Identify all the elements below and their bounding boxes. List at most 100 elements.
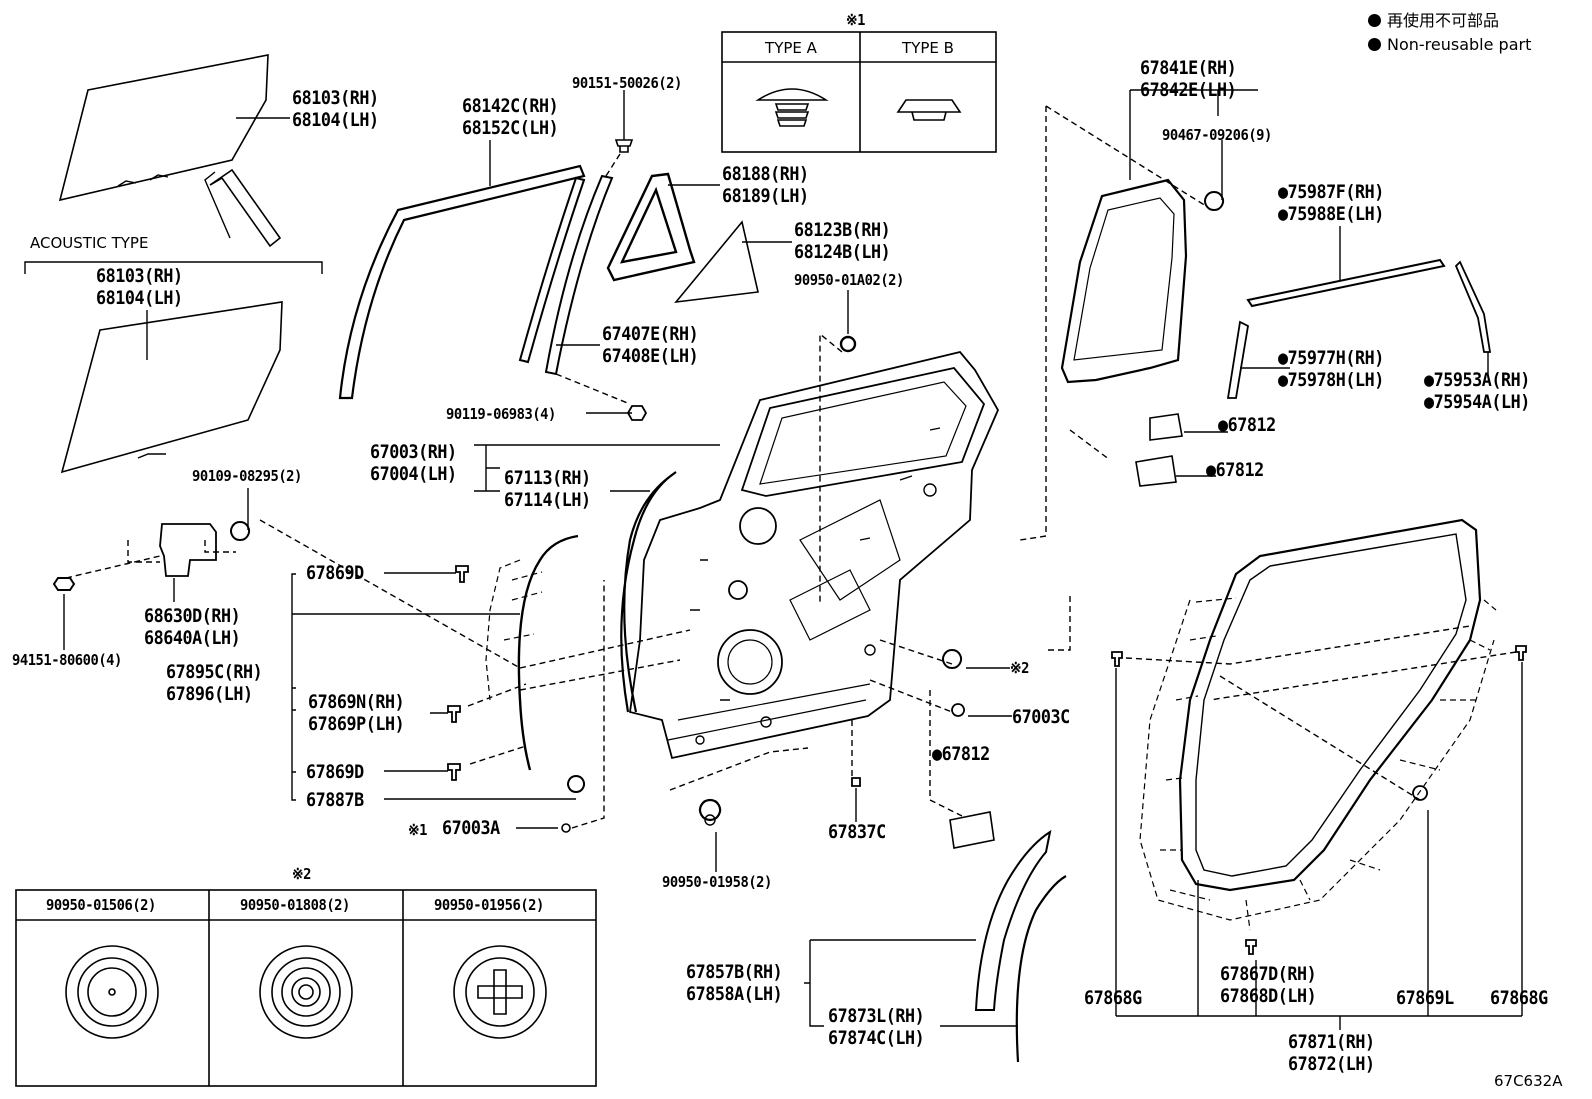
label-weatherstrip-rh: 67895C(RH): [166, 661, 263, 683]
note2-mark: ※2: [292, 865, 311, 883]
label-clip-868g-right: 67868G: [1490, 987, 1548, 1009]
clip-icon: [455, 565, 469, 583]
bullet-icon: ●: [1278, 369, 1288, 391]
label-bolt-06983: 90119-06983(4): [446, 405, 556, 423]
door-panel-drawing: [628, 350, 1000, 760]
bullet-icon: ●: [1424, 391, 1434, 413]
label-mould2-rh: ●75953A(RH): [1424, 369, 1530, 391]
bullet-icon: ●: [1218, 414, 1228, 436]
garnish-seal-drawing: [1015, 875, 1067, 1063]
label-plug-003a: 67003A: [442, 817, 500, 839]
label-panel-lh: 67004(LH): [370, 463, 457, 485]
run-channel-drawing: [338, 164, 586, 400]
plug-icon: [561, 823, 571, 833]
label-weatherstrip2-rh: 67871(RH): [1288, 1031, 1375, 1053]
acoustic-type-heading: ACOUSTIC TYPE: [30, 234, 149, 252]
label-qw-frame-lh: 68189(LH): [722, 185, 809, 207]
bolt-icon: [626, 405, 648, 421]
label-clip-869l: 67869L: [1396, 987, 1454, 1009]
plug-icon: [951, 703, 965, 717]
label-belt-rh: ●75987F(RH): [1278, 181, 1384, 203]
label-seal-812-c: ●67812: [1206, 459, 1264, 481]
label-hinge-lh: 68640A(LH): [144, 627, 241, 649]
quarter-glass-drawing: [674, 220, 759, 304]
clip-icon: [1515, 645, 1527, 661]
label-acoustic-glass-lh: 68104(LH): [96, 287, 183, 309]
plug-icon: [698, 798, 722, 822]
label-qw-frame-rh: 68188(RH): [722, 163, 809, 185]
label-garnish-lh: 67858A(LH): [686, 983, 783, 1005]
acoustic-bracket: [24, 261, 323, 274]
garnish-drawing: [974, 829, 1052, 1011]
label-plug-01958: 90950-01958(2): [662, 873, 772, 891]
label-glass-lh: 68104(LH): [292, 109, 379, 131]
label-clip-837c: 67837C: [828, 821, 886, 843]
label-frame-rh: 67113(RH): [504, 467, 591, 489]
label-note2-mark: ※2: [1010, 659, 1029, 677]
bullet-icon: [1368, 14, 1381, 27]
plug-type-2-heading: 90950-01808(2): [240, 896, 350, 914]
bullet-icon: ●: [1206, 459, 1216, 481]
note1-mark: ※1: [846, 11, 865, 29]
label-clip-868g-left: 67868G: [1084, 987, 1142, 1009]
label-plug-887b: 67887B: [306, 789, 364, 811]
clip-icon: [447, 705, 461, 723]
clip-icon: [851, 777, 861, 787]
nut-icon: [52, 577, 76, 591]
legend-en: Non-reusable part: [1368, 34, 1531, 56]
label-bolt-08295: 90109-08295(2): [192, 467, 302, 485]
type-a-heading: TYPE A: [765, 39, 817, 57]
label-hinge-rh: 68630D(RH): [144, 605, 241, 627]
plug-type-box: [15, 889, 597, 1087]
belt-moulding-drawing: [1246, 258, 1446, 308]
plug-icon: [942, 649, 963, 669]
label-channel-lh: 67408E(LH): [602, 345, 699, 367]
quarter-window-frame-drawing: [606, 172, 696, 282]
plug-icon: [567, 775, 585, 793]
screw-icon: [614, 139, 634, 153]
label-garnish2-lh: 67874C(LH): [828, 1027, 925, 1049]
plug-type-1-heading: 90950-01506(2): [46, 896, 156, 914]
label-panel-rh: 67003(RH): [370, 441, 457, 463]
door-weatherstrip-drawing: [1178, 518, 1482, 892]
label-acoustic-glass-rh: 68103(RH): [96, 265, 183, 287]
label-clip-869d-2: 67869D: [306, 761, 364, 783]
label-frame-lh: 67114(LH): [504, 489, 591, 511]
label-plug-01a02: 90950-01A02(2): [794, 271, 904, 289]
label-clip-869d-1: 67869D: [306, 562, 364, 584]
rear-moulding-drawing: [1454, 260, 1492, 353]
acoustic-glass-drawing: [60, 301, 283, 474]
door-frame-drawing: [620, 471, 677, 713]
seal-sheet-drawing: [1135, 455, 1177, 487]
type-b-heading: TYPE B: [902, 39, 954, 57]
legend-jp: 再使用不可部品: [1368, 10, 1499, 32]
label-service-rh: 67841E(RH): [1140, 57, 1237, 79]
label-seal-812-b: ●67812: [1218, 414, 1276, 436]
label-qw-glass-lh: 68124B(LH): [794, 241, 891, 263]
bullet-icon: ●: [1278, 347, 1288, 369]
bullet-icon: ●: [1278, 181, 1288, 203]
label-clip-09206: 90467-09206(9): [1162, 126, 1272, 144]
label-belt-lh: ●75988E(LH): [1278, 203, 1384, 225]
clip-icon: [1111, 651, 1123, 667]
label-clip-868d: 67868D(LH): [1220, 985, 1317, 1007]
label-mould-lh: ●75978H(LH): [1278, 369, 1384, 391]
label-channel-rh: 67407E(RH): [602, 323, 699, 345]
label-glass-rh: 68103(RH): [292, 87, 379, 109]
clip-icon: [1245, 939, 1257, 955]
clip-icon: [1204, 191, 1225, 211]
label-mould-rh: ●75977H(RH): [1278, 347, 1384, 369]
plug-icon: [839, 335, 857, 353]
label-clip-869p: 67869P(LH): [308, 713, 405, 735]
weatherstrip-drawing: [517, 534, 579, 771]
bullet-icon: [1368, 38, 1381, 51]
label-weatherstrip2-lh: 67872(LH): [1288, 1053, 1375, 1075]
label-service-lh: 67842E(LH): [1140, 79, 1237, 101]
label-screw-90151: 90151-50026(2): [572, 74, 682, 92]
bolt-icon: [230, 521, 251, 541]
label-garnish2-rh: 67873L(RH): [828, 1005, 925, 1027]
clip-icon: [447, 763, 461, 781]
label-garnish-rh: 67857B(RH): [686, 961, 783, 983]
label-weatherstrip-lh: 67896(LH): [166, 683, 253, 705]
